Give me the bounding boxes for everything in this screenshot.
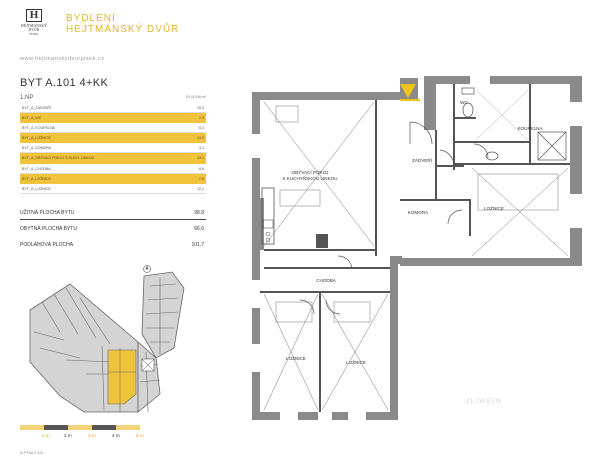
room-area: 10.3 [197, 106, 204, 110]
door-swings [299, 121, 489, 315]
room-name: BYT_A_CHODBA [22, 166, 51, 171]
floor-area-row: PODLAHOVÁ PLOCHA 101.7 [20, 238, 206, 252]
kitchen-counter [261, 187, 328, 248]
room-row: BYT_A_KOMORA 3.1 [20, 143, 206, 154]
living-area-label: OBYTNÁ PLOCHA BYTU [20, 226, 77, 232]
highlighted-apartment-partitions [108, 350, 136, 404]
room-name: BYT_A_KOMORA [22, 146, 52, 151]
usable-area-value: 98.8 [194, 210, 204, 216]
room-label-bedroom-2: LOŽNICE [286, 354, 306, 361]
room-label-living: OBÝVACÍ POKOJ [292, 169, 329, 175]
usable-area-label: UŽITNÁ PLOCHA BYTU [20, 210, 75, 216]
room-area: 13.1 [197, 156, 204, 161]
room-name: BYT_A_LOŽNICE [22, 186, 51, 191]
scale-bar: 1 m 2 m 3 m 4 m 5 m [20, 425, 152, 443]
brand-title: BYDLENÍ HEJTMANSKÝ DVŮR [66, 13, 179, 35]
north-arrow-icon [143, 265, 151, 273]
room-name: BYT_A_OBÝVACÍ POKOJ S KUCH. LINKOU [22, 156, 95, 161]
room-label-bathroom: KOUPELNA [517, 126, 543, 131]
logo-text-line2: DVŮR [28, 28, 40, 32]
scale-label: 2 m [64, 433, 72, 438]
room-area: 7.3 [199, 116, 204, 121]
usable-area-row: UŽITNÁ PLOCHA BYTU 98.8 [20, 206, 206, 220]
room-label-corridor: CHODBA [316, 278, 337, 283]
room-row: BYT_A_ZÁDVEŘÍ 10.3 [20, 103, 206, 114]
room-row: BYT_A_LOŽNICE 7.5 [20, 173, 206, 184]
room-name: BYT_A_KOUPELNA [22, 126, 55, 131]
floor-area-label: PODLAHOVÁ PLOCHA [20, 242, 74, 248]
room-area: 7.5 [199, 176, 204, 181]
room-row: BYT_A_OBÝVACÍ POKOJ S KUCH. LINKOU 13.1 [20, 153, 206, 164]
scale-segment [44, 425, 68, 430]
scale-label: 1 m [42, 433, 50, 438]
room-row: BYT_A_KOUPELNA 6.3 [20, 123, 206, 134]
room-label-storage: KOMORA [408, 210, 429, 215]
apartment-title: BYT A.101 4+KK [20, 77, 109, 89]
room-label-living-2: S KUCHYŇSKOU LINKOU [282, 175, 337, 181]
website-link[interactable]: www.hejtmanskydvurpisek.cz [20, 56, 105, 62]
scale-label: 5 m [136, 433, 144, 438]
staircase-icon [141, 358, 155, 372]
bedroom-furniture [263, 167, 569, 411]
living-room-furniture [263, 101, 375, 247]
floor-label: 1.NP [20, 95, 34, 101]
scale-segment [116, 425, 140, 430]
highlighted-apartment [107, 349, 137, 405]
room-label-bedroom-1: LOŽNICE [484, 204, 504, 211]
brand-line2: HEJTMANSKÝ DVŮR [66, 24, 180, 35]
room-name: BYT_A_LOŽNICE [22, 176, 51, 181]
bathroom-fixtures [461, 87, 567, 161]
logo-text-line1: HEJTMANSKÝ [21, 24, 47, 28]
room-row: BYT_A_LOŽNICE 12.1 [20, 184, 206, 194]
scale-label: 3 m [88, 433, 96, 438]
room-area: 13.3 [197, 136, 204, 141]
window-openings [252, 76, 582, 420]
watermark: JLIWEIN [466, 398, 503, 405]
room-name: BYT_A_ZÁDVEŘÍ [22, 106, 51, 110]
room-name: BYT_A_WC [22, 116, 42, 121]
interior-walls [260, 84, 570, 412]
room-area: 12.1 [197, 186, 204, 191]
scale-label: 4 m [112, 433, 120, 438]
room-name: BYT_A_LOŽNICE [22, 136, 51, 141]
room-label-wc: WC [460, 100, 468, 105]
logo-letter: H [26, 9, 42, 22]
room-row: BYT_A_CHODBA 8.6 [20, 164, 206, 174]
key-plan-partitions [33, 278, 179, 413]
room-label-entrance: ZÁDVEŘÍ [412, 156, 433, 163]
apartment-floor-plan: OBÝVACÍ POKOJ S KUCHYŇSKOU LINKOU ZÁDVEŘ… [252, 76, 582, 420]
scale-segment [92, 425, 116, 430]
entrance-marker-icon [400, 84, 420, 101]
company-logo: H HEJTMANSKÝ DVŮR PÍSEK [20, 9, 48, 39]
living-area-value: 66.6 [194, 226, 204, 232]
logo-text-line3: PÍSEK [29, 32, 39, 36]
building-key-plan [29, 265, 185, 413]
room-area: 3.1 [199, 146, 204, 151]
floor-area-value: 101.7 [191, 242, 204, 248]
brand-line1: BYDLENÍ [66, 13, 116, 24]
scale-segment [68, 425, 92, 430]
room-area: 8.6 [199, 166, 204, 171]
scale-segment [20, 425, 44, 430]
area-column-header: PLOCHA m² [186, 95, 206, 99]
room-row: BYT_A_LOŽNICE 13.3 [20, 133, 206, 144]
room-row: BYT_A_WC 7.3 [20, 113, 206, 124]
plan-scale-note: M.P.Plan 1:100 [20, 451, 44, 455]
room-label-bedroom-3: LOŽNICE [346, 358, 366, 365]
room-area: 6.3 [199, 126, 204, 131]
living-area-row: OBYTNÁ PLOCHA BYTU 66.6 [20, 222, 206, 236]
